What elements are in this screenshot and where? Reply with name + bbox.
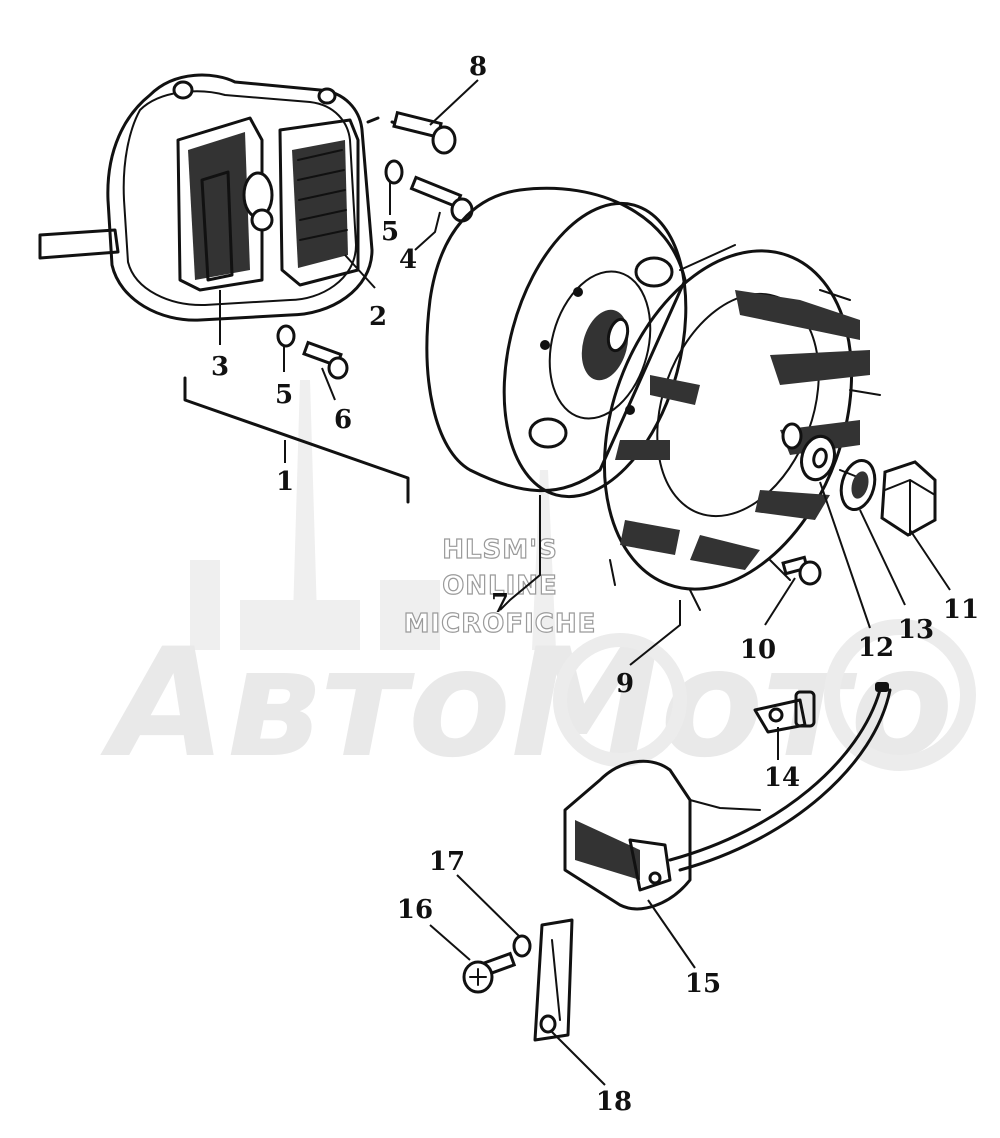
stator-ear-hole-right [317, 87, 337, 105]
callout-13: 13 [898, 615, 934, 645]
screw-part-10 [781, 555, 822, 586]
callout-11: 11 [943, 595, 979, 625]
watermark-line1: HLSM'S [442, 535, 558, 565]
stator-wire [38, 228, 120, 260]
clamp-part-18 [533, 918, 574, 1042]
screw-part-6 [302, 340, 349, 380]
leader-lines [219, 79, 951, 1086]
callout-15: 15 [685, 969, 721, 999]
callout-2: 2 [369, 302, 387, 332]
flywheel-part-7 [425, 186, 688, 499]
callout-9: 9 [616, 669, 634, 699]
callout-16: 16 [397, 895, 433, 925]
ignition-coil-part-15 [563, 682, 892, 911]
stator-plate [106, 73, 374, 322]
watermark-wheel [553, 619, 976, 771]
screw-part-4 [409, 175, 474, 223]
washer-part-5-upper [384, 159, 404, 185]
callout-5-upper: 5 [381, 217, 399, 247]
callout-labels: 1 2 3 4 5 5 6 7 8 9 10 11 12 13 14 15 16… [211, 52, 979, 1117]
washer-part-5-lower [276, 324, 296, 348]
cooling-fan-part-9 [602, 244, 881, 611]
nut-part-11 [880, 460, 937, 537]
watermark: АвтоМото HLSM'S ONLINE MICROFICHE [100, 380, 976, 791]
callout-1: 1 [276, 467, 294, 497]
coil-part-3 [176, 116, 274, 292]
callout-4: 4 [399, 245, 417, 275]
callout-3: 3 [211, 352, 229, 382]
screw-part-16 [462, 951, 517, 994]
callout-17: 17 [429, 847, 465, 877]
watermark-logo: АвтоМото [100, 617, 953, 791]
stator-ear-hole-top [172, 80, 194, 100]
callout-5-lower: 5 [275, 380, 293, 410]
callout-12: 12 [858, 633, 894, 663]
callout-7: 7 [491, 589, 509, 619]
callout-6: 6 [334, 405, 352, 435]
stator-plate-rim [122, 90, 357, 307]
watermark-skyline [190, 380, 556, 650]
watermark-line3: MICROFICHE [404, 609, 597, 639]
washer-part-12-hole [812, 447, 828, 469]
clip-part-14 [753, 690, 816, 734]
callout-10: 10 [740, 635, 776, 665]
coil-part-2 [278, 118, 360, 287]
callout-8: 8 [469, 52, 487, 82]
callout-18: 18 [596, 1087, 632, 1117]
screw-part-8 [366, 110, 457, 155]
stator-plate-assembly [38, 73, 374, 322]
callout-14: 14 [764, 763, 800, 793]
washer-part-17 [512, 934, 532, 958]
lockwasher-part-13 [839, 458, 877, 512]
assembly-bracket [183, 376, 410, 504]
stator-center-hole [250, 208, 274, 232]
